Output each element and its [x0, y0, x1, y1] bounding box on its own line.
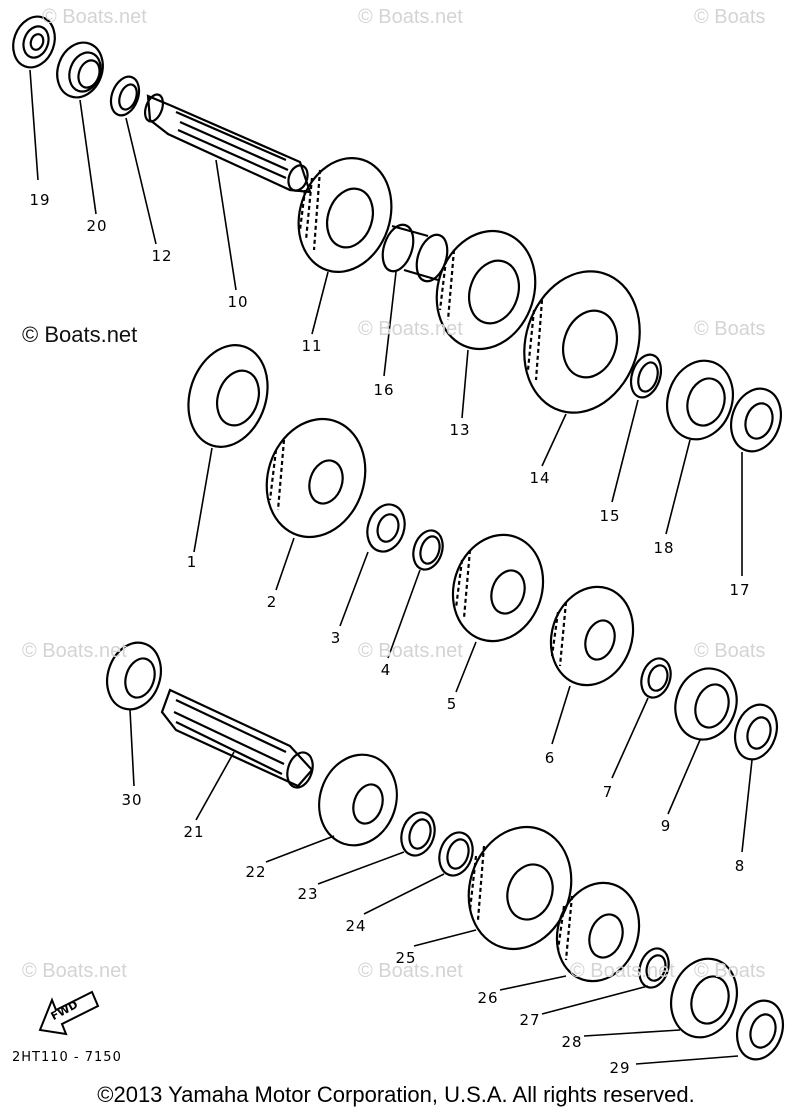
- part-label-11: 11: [301, 337, 323, 355]
- part-label-1: 1: [186, 553, 198, 571]
- watermark: © Boats.net: [358, 640, 463, 662]
- part-label-10: 10: [227, 293, 249, 311]
- part-11-gear: [297, 157, 393, 273]
- part-label-3: 3: [330, 629, 342, 647]
- part-13-gear: [435, 229, 537, 351]
- part-3-splined-washer: [366, 503, 406, 553]
- watermark: © Boats: [694, 640, 766, 662]
- part-20-bearing: [56, 41, 104, 99]
- part-26-gear: [555, 881, 641, 983]
- part-label-23: 23: [297, 885, 319, 903]
- part-label-28: 28: [561, 1033, 583, 1051]
- watermark-main: © Boats.net: [22, 322, 138, 347]
- part-label-19: 19: [29, 191, 51, 209]
- copyright-notice: ©2013 Yamaha Motor Corporation, U.S.A. A…: [97, 1082, 695, 1107]
- watermark: © Boats: [694, 318, 766, 340]
- part-label-13: 13: [449, 421, 471, 439]
- part-label-26: 26: [477, 989, 499, 1007]
- part-label-5: 5: [446, 695, 458, 713]
- part-label-20: 20: [86, 217, 108, 235]
- part-label-17: 17: [729, 581, 751, 599]
- part-22-gear: [318, 753, 398, 847]
- part-label-16: 16: [373, 381, 395, 399]
- part-label-4: 4: [380, 661, 392, 679]
- watermark: © Boats.net: [358, 6, 463, 28]
- part-30-bearing: [106, 641, 162, 711]
- part-24-circlip: [438, 831, 474, 877]
- leader-lines: [29, 69, 753, 1065]
- watermark: © Boats: [694, 6, 766, 28]
- part-label-30: 30: [121, 791, 143, 809]
- watermark: © Boats.net: [570, 960, 675, 982]
- part-9-bearing: [674, 667, 738, 741]
- part-label-2: 2: [266, 593, 278, 611]
- part-6-gear: [549, 585, 635, 687]
- part-label-24: 24: [345, 917, 367, 935]
- part-label-6: 6: [544, 749, 556, 767]
- part-17-oil-seal: [730, 387, 782, 453]
- part-16-collar: [381, 223, 449, 283]
- watermark: © Boats.net: [22, 640, 127, 662]
- part-19-oil-seal: [12, 15, 56, 69]
- watermark: © Boats.net: [22, 960, 127, 982]
- part-28-bearing: [670, 957, 738, 1039]
- part-25-gear: [467, 825, 573, 951]
- part-2-gear: [265, 417, 367, 539]
- part-label-8: 8: [734, 857, 746, 875]
- diagram-code: 2HT110 - 7150: [12, 1050, 122, 1065]
- part-label-15: 15: [599, 507, 621, 525]
- watermark: © Boats: [694, 960, 766, 982]
- part-10-main-axle: [143, 93, 312, 194]
- part-4-circlip: [412, 529, 444, 571]
- part-23-washer: [400, 811, 436, 857]
- part-5-gear: [451, 533, 545, 643]
- part-14-gear: [523, 270, 641, 414]
- fwd-label: FWD: [48, 998, 81, 1023]
- part-label-21: 21: [183, 823, 205, 841]
- part-label-12: 12: [151, 247, 173, 265]
- fwd-indicator: FWD: [32, 990, 102, 1040]
- part-label-18: 18: [653, 539, 675, 557]
- part-label-27: 27: [519, 1011, 541, 1029]
- part-label-14: 14: [529, 469, 551, 487]
- part-12-circlip: [109, 75, 141, 117]
- part-label-29: 29: [609, 1059, 631, 1077]
- part-1-bearing: [187, 344, 269, 448]
- watermark: © Boats.net: [358, 318, 463, 340]
- part-8-oil-seal: [734, 703, 778, 761]
- part-27-washer: [638, 947, 670, 989]
- watermark: © Boats.net: [358, 960, 463, 982]
- part-label-22: 22: [245, 863, 267, 881]
- part-7-washer: [640, 657, 672, 699]
- part-label-9: 9: [660, 817, 672, 835]
- part-29-oil-seal: [736, 999, 784, 1061]
- part-label-25: 25: [395, 949, 417, 967]
- fwd-arrow-icon: [38, 990, 100, 1036]
- part-label-7: 7: [602, 783, 614, 801]
- part-15-washer: [629, 353, 663, 399]
- part-18-bearing: [666, 359, 734, 441]
- part-21-drive-axle: [160, 688, 314, 789]
- watermark: © Boats.net: [42, 6, 147, 28]
